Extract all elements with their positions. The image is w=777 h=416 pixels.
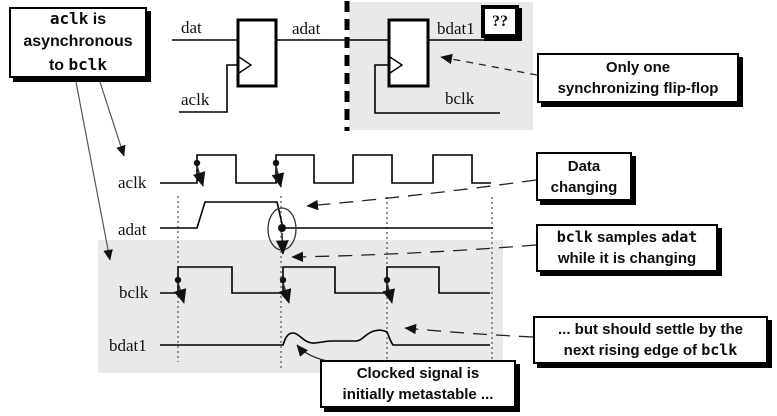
callout-samples-mono-bclk: bclk: [556, 228, 593, 246]
unknown-output-label: ??: [492, 12, 508, 30]
callout-settle-line1: ... but should settle by the: [557, 321, 743, 338]
bdat1-wave-label: bdat1: [109, 336, 147, 355]
callout-async-line3: to bclk: [11, 54, 145, 77]
aclk-edge2-arrow: [271, 165, 285, 188]
aclk-label: aclk: [181, 90, 210, 109]
domain-b-waveform-background: [98, 240, 503, 373]
callout-samples-line1: bclk samples adat: [538, 227, 716, 248]
callout-leaders: [75, 53, 538, 362]
callout-async: aclk is asynchronous to bclk: [9, 7, 147, 78]
callout-settle-mono-bclk: bclk: [701, 341, 738, 359]
callout-async-line1: aclk is: [11, 8, 145, 31]
callout-settle-text-next: next rising edge of: [563, 342, 702, 359]
bclk-edge2-arrow: [278, 282, 292, 304]
callout-metastable: Clocked signal is initially metastable .…: [320, 360, 516, 408]
aclk-wire: [179, 64, 238, 113]
clock-edge-arrows: [173, 159, 395, 304]
bdat1-label: bdat1: [437, 19, 475, 38]
bclk-edge1-dot: [174, 276, 182, 284]
bclk-edge3-arrow: [382, 282, 395, 304]
only-one-callout-leader: [440, 53, 538, 76]
callout-data-changing-line2: changing: [550, 178, 618, 196]
samples-callout-leader: [291, 244, 537, 263]
callout-only-one-line1: Only one: [605, 59, 671, 76]
circuit-schematic: [172, 1, 520, 131]
callout-async-mono-bclk: bclk: [68, 54, 108, 74]
adat-label: adat: [292, 19, 321, 38]
callout-metastable-line1: Clocked signal is: [356, 365, 480, 382]
callout-only-one-line2: synchronizing flip-flop: [557, 80, 719, 97]
bclk-label: bclk: [445, 89, 475, 108]
adat-waveform: [160, 201, 493, 229]
adat-sample-dot: [278, 224, 286, 232]
async-callout-leader-to-aclk: [99, 81, 126, 157]
aclk-edge1-arrow: [192, 165, 206, 187]
dat-label: dat: [181, 18, 202, 37]
callout-metastable-line2: initially metastable ...: [342, 386, 494, 403]
bclk-wire: [374, 64, 500, 114]
adat-wave-label: adat: [118, 220, 147, 239]
callout-data-changing: Data changing: [536, 152, 632, 201]
adat-sample-arrow: [275, 232, 289, 255]
callout-settle: ... but should settle by the next rising…: [533, 316, 768, 364]
callout-samples-mono-adat: adat: [661, 228, 698, 246]
aclk-waveform: [160, 154, 491, 184]
timing-waveforms: [160, 154, 493, 346]
aclk-edge1-dot: [193, 159, 201, 167]
bdat1-waveform: [160, 329, 490, 346]
callout-samples-line2: while it is changing: [557, 250, 697, 267]
flipflop-a-clock-triangle: [238, 56, 253, 74]
bclk-wave-label: bclk: [119, 283, 149, 302]
unknown-output-box: ??: [481, 5, 519, 38]
flipflop-b-clock-triangle: [389, 56, 404, 74]
aclk-edge2-dot: [272, 159, 280, 167]
bclk-edge1-arrow: [173, 282, 187, 304]
data-changing-callout-leader: [306, 179, 537, 211]
bclk-edge3-dot: [383, 276, 391, 284]
flipflop-a: [236, 18, 278, 88]
callout-async-line2: asynchronous: [23, 33, 133, 51]
callout-settle-line2: next rising edge of bclk: [535, 340, 766, 361]
flipflop-b: [387, 18, 430, 88]
callout-async-mono-aclk: aclk: [49, 8, 89, 28]
bclk-waveform: [160, 266, 490, 294]
async-callout-leader-to-bclk: [75, 81, 113, 261]
callout-async-text-is: is: [88, 10, 107, 28]
callout-samples: bclk samples adat while it is changing: [536, 224, 718, 272]
aclk-wave-label: aclk: [118, 173, 147, 192]
callout-data-changing-line1: Data: [567, 157, 601, 175]
callout-async-text-to: to: [48, 56, 69, 74]
callout-only-one: Only one synchronizing flip-flop: [537, 53, 739, 103]
bclk-edge2-dot: [279, 276, 287, 284]
callout-samples-text-samples: samples: [592, 229, 662, 246]
